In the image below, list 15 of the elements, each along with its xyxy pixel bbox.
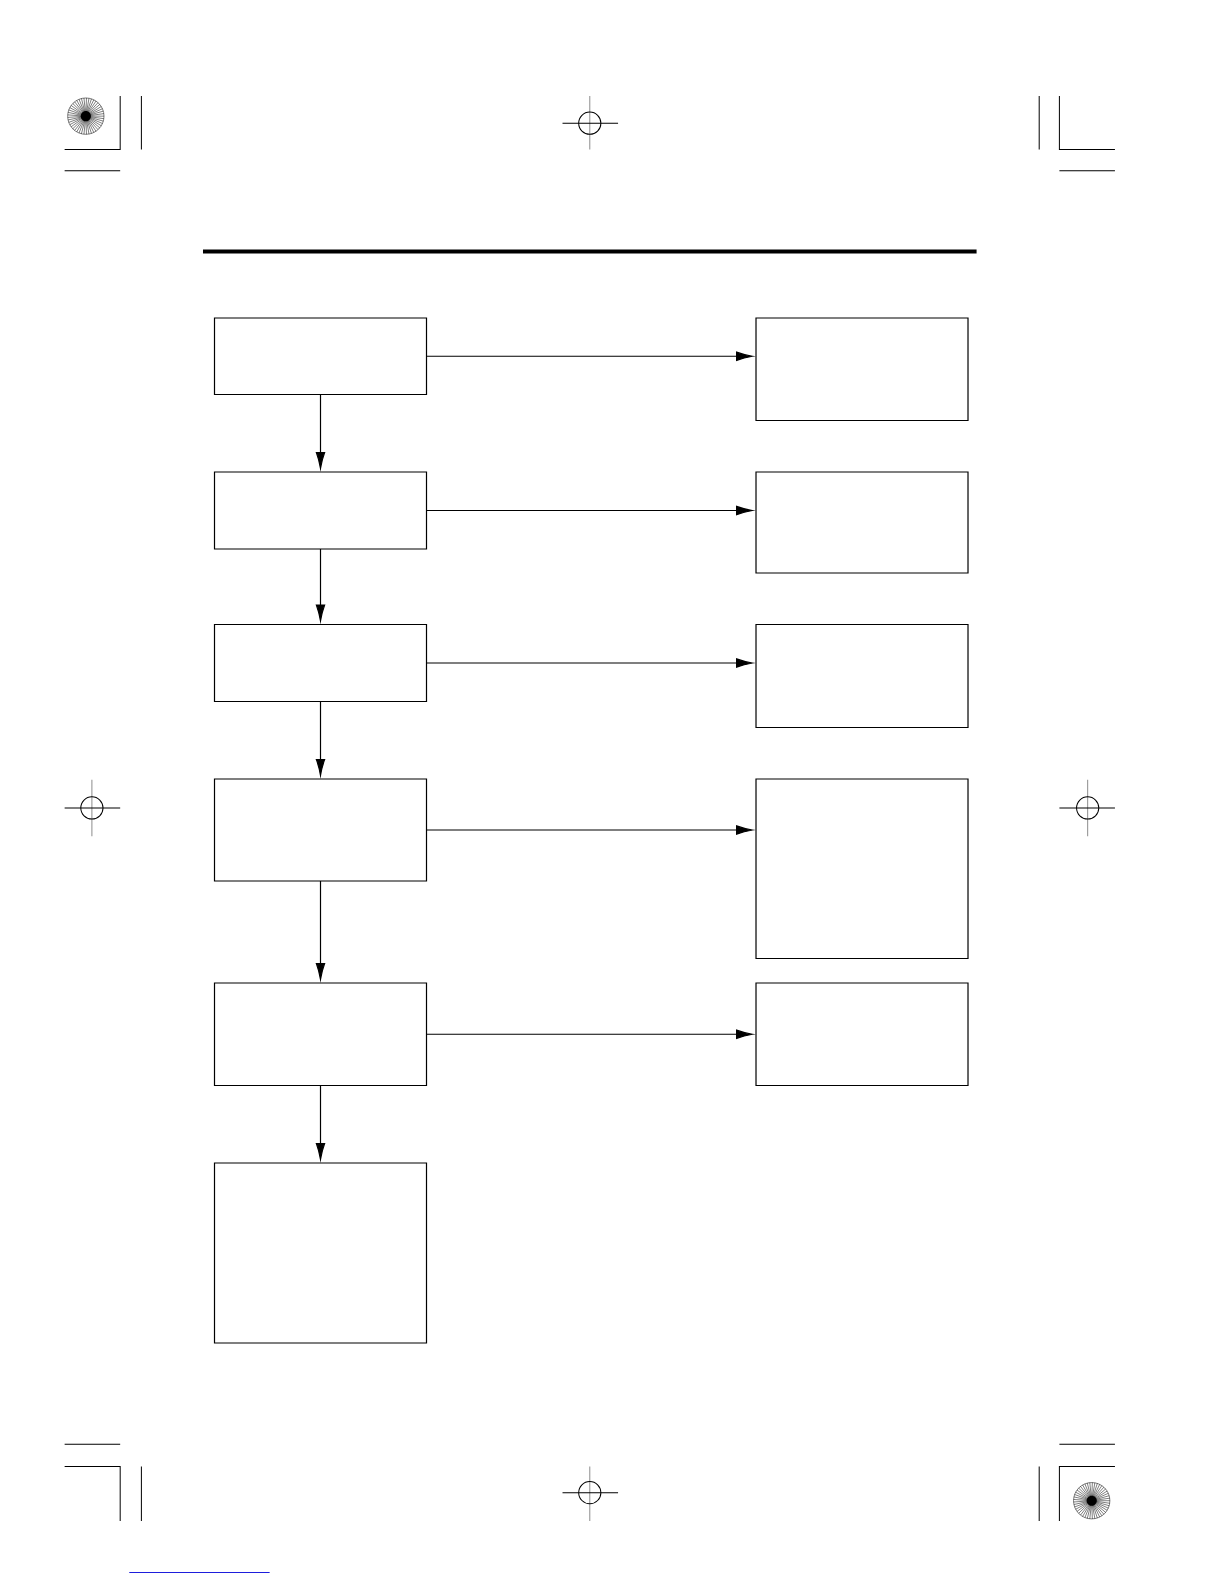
flow-box xyxy=(755,471,969,574)
flow-box xyxy=(213,471,428,550)
arrow xyxy=(425,825,753,835)
flow-box xyxy=(213,1162,428,1344)
arrow xyxy=(425,658,753,668)
flow-box xyxy=(755,982,969,1087)
flow-box xyxy=(755,623,969,729)
flow-box xyxy=(755,778,969,960)
flow-box xyxy=(213,778,428,882)
arrow xyxy=(425,351,753,361)
flow-box xyxy=(755,317,969,422)
flow-box xyxy=(213,982,428,1087)
flow-box xyxy=(213,317,428,396)
arrow xyxy=(425,1029,753,1039)
flow-box xyxy=(213,623,428,703)
